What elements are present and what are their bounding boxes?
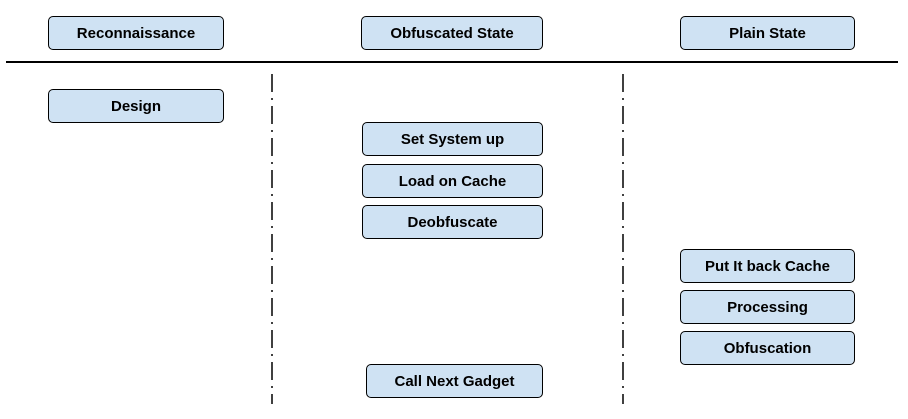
step-design: Design — [48, 89, 224, 123]
step-put-it-back-cache: Put It back Cache — [680, 249, 855, 283]
header-obfuscated-state: Obfuscated State — [361, 16, 543, 50]
column-divider-right — [622, 74, 624, 404]
header-plain-state: Plain State — [680, 16, 855, 50]
step-set-system-up: Set System up — [362, 122, 543, 156]
step-call-next-gadget: Call Next Gadget — [366, 364, 543, 398]
header-separator-line — [6, 61, 898, 63]
step-obfuscation: Obfuscation — [680, 331, 855, 365]
step-load-on-cache: Load on Cache — [362, 164, 543, 198]
header-reconnaissance: Reconnaissance — [48, 16, 224, 50]
step-processing: Processing — [680, 290, 855, 324]
column-divider-left — [271, 74, 273, 404]
step-deobfuscate: Deobfuscate — [362, 205, 543, 239]
